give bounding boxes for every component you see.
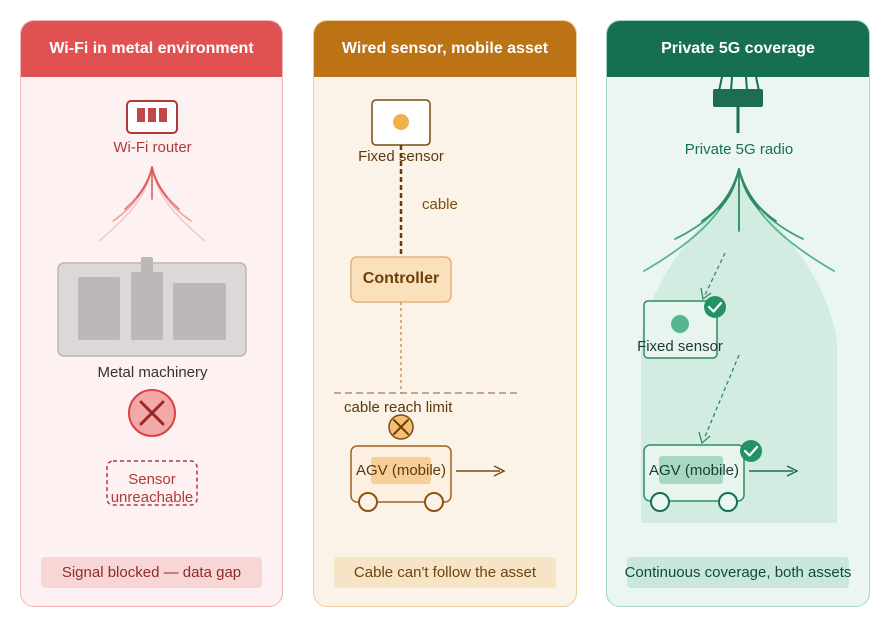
private5g-footer: Continuous coverage, both assets <box>625 557 851 588</box>
sensor-label-line1: Sensor <box>128 471 176 488</box>
radio-label: Private 5G radio <box>684 141 794 158</box>
agv-check-icon <box>740 440 762 462</box>
strong-signal-icon <box>643 168 835 272</box>
weak-signal-icon <box>98 166 206 242</box>
unreachable-sensor-box <box>106 460 198 506</box>
wired-panel-illustration <box>334 99 520 512</box>
coverage-cone <box>641 181 837 523</box>
cable-reach-limit-label: cable reach limit <box>344 399 453 416</box>
wifi-panel-title: Wi-Fi in metal environment <box>21 21 282 77</box>
wired-panel: Wired sensor, mobile asset <box>313 20 577 607</box>
private5g-panel-illustration <box>641 76 837 523</box>
private5g-panel: Private 5G coverage <box>606 20 870 607</box>
agv-label: AGV (mobile) <box>355 462 447 479</box>
agv-motion-arrow-icon <box>749 465 799 477</box>
connected-sensor-label: Fixed sensor <box>637 338 723 355</box>
agv-icon <box>350 445 452 512</box>
machinery-label: Metal machinery <box>97 364 208 381</box>
motion-arrow-icon <box>456 465 506 477</box>
metal-machinery-icon <box>57 257 247 357</box>
sensor-label-line2: unreachable <box>110 489 194 506</box>
router-icon <box>126 100 178 134</box>
wifi-panel: Wi-Fi in metal environment <box>20 20 283 607</box>
sensor-link-to-agv <box>698 354 740 445</box>
connected-agv-icon <box>643 444 745 512</box>
blocked-x-icon <box>128 389 176 437</box>
wired-panel-title: Wired sensor, mobile asset <box>314 21 576 77</box>
connected-agv-label: AGV (mobile) <box>648 462 740 479</box>
router-label: Wi-Fi router <box>113 139 192 156</box>
radio-link-to-sensor <box>700 252 726 301</box>
fixed-sensor-label: Fixed sensor <box>358 148 444 165</box>
sensor-check-icon <box>704 296 726 318</box>
broken-link-icon <box>388 414 414 440</box>
cable-label: cable <box>422 196 458 213</box>
wifi-panel-illustration <box>57 100 247 506</box>
radio-antenna-icon <box>713 76 763 133</box>
fixed-sensor-icon <box>371 99 431 146</box>
wired-footer: Cable can't follow the asset <box>334 557 556 588</box>
connected-sensor-icon <box>643 300 718 359</box>
private5g-panel-title: Private 5G coverage <box>607 21 869 77</box>
wifi-footer: Signal blocked — data gap <box>41 557 262 588</box>
controller-label: Controller <box>362 270 440 287</box>
